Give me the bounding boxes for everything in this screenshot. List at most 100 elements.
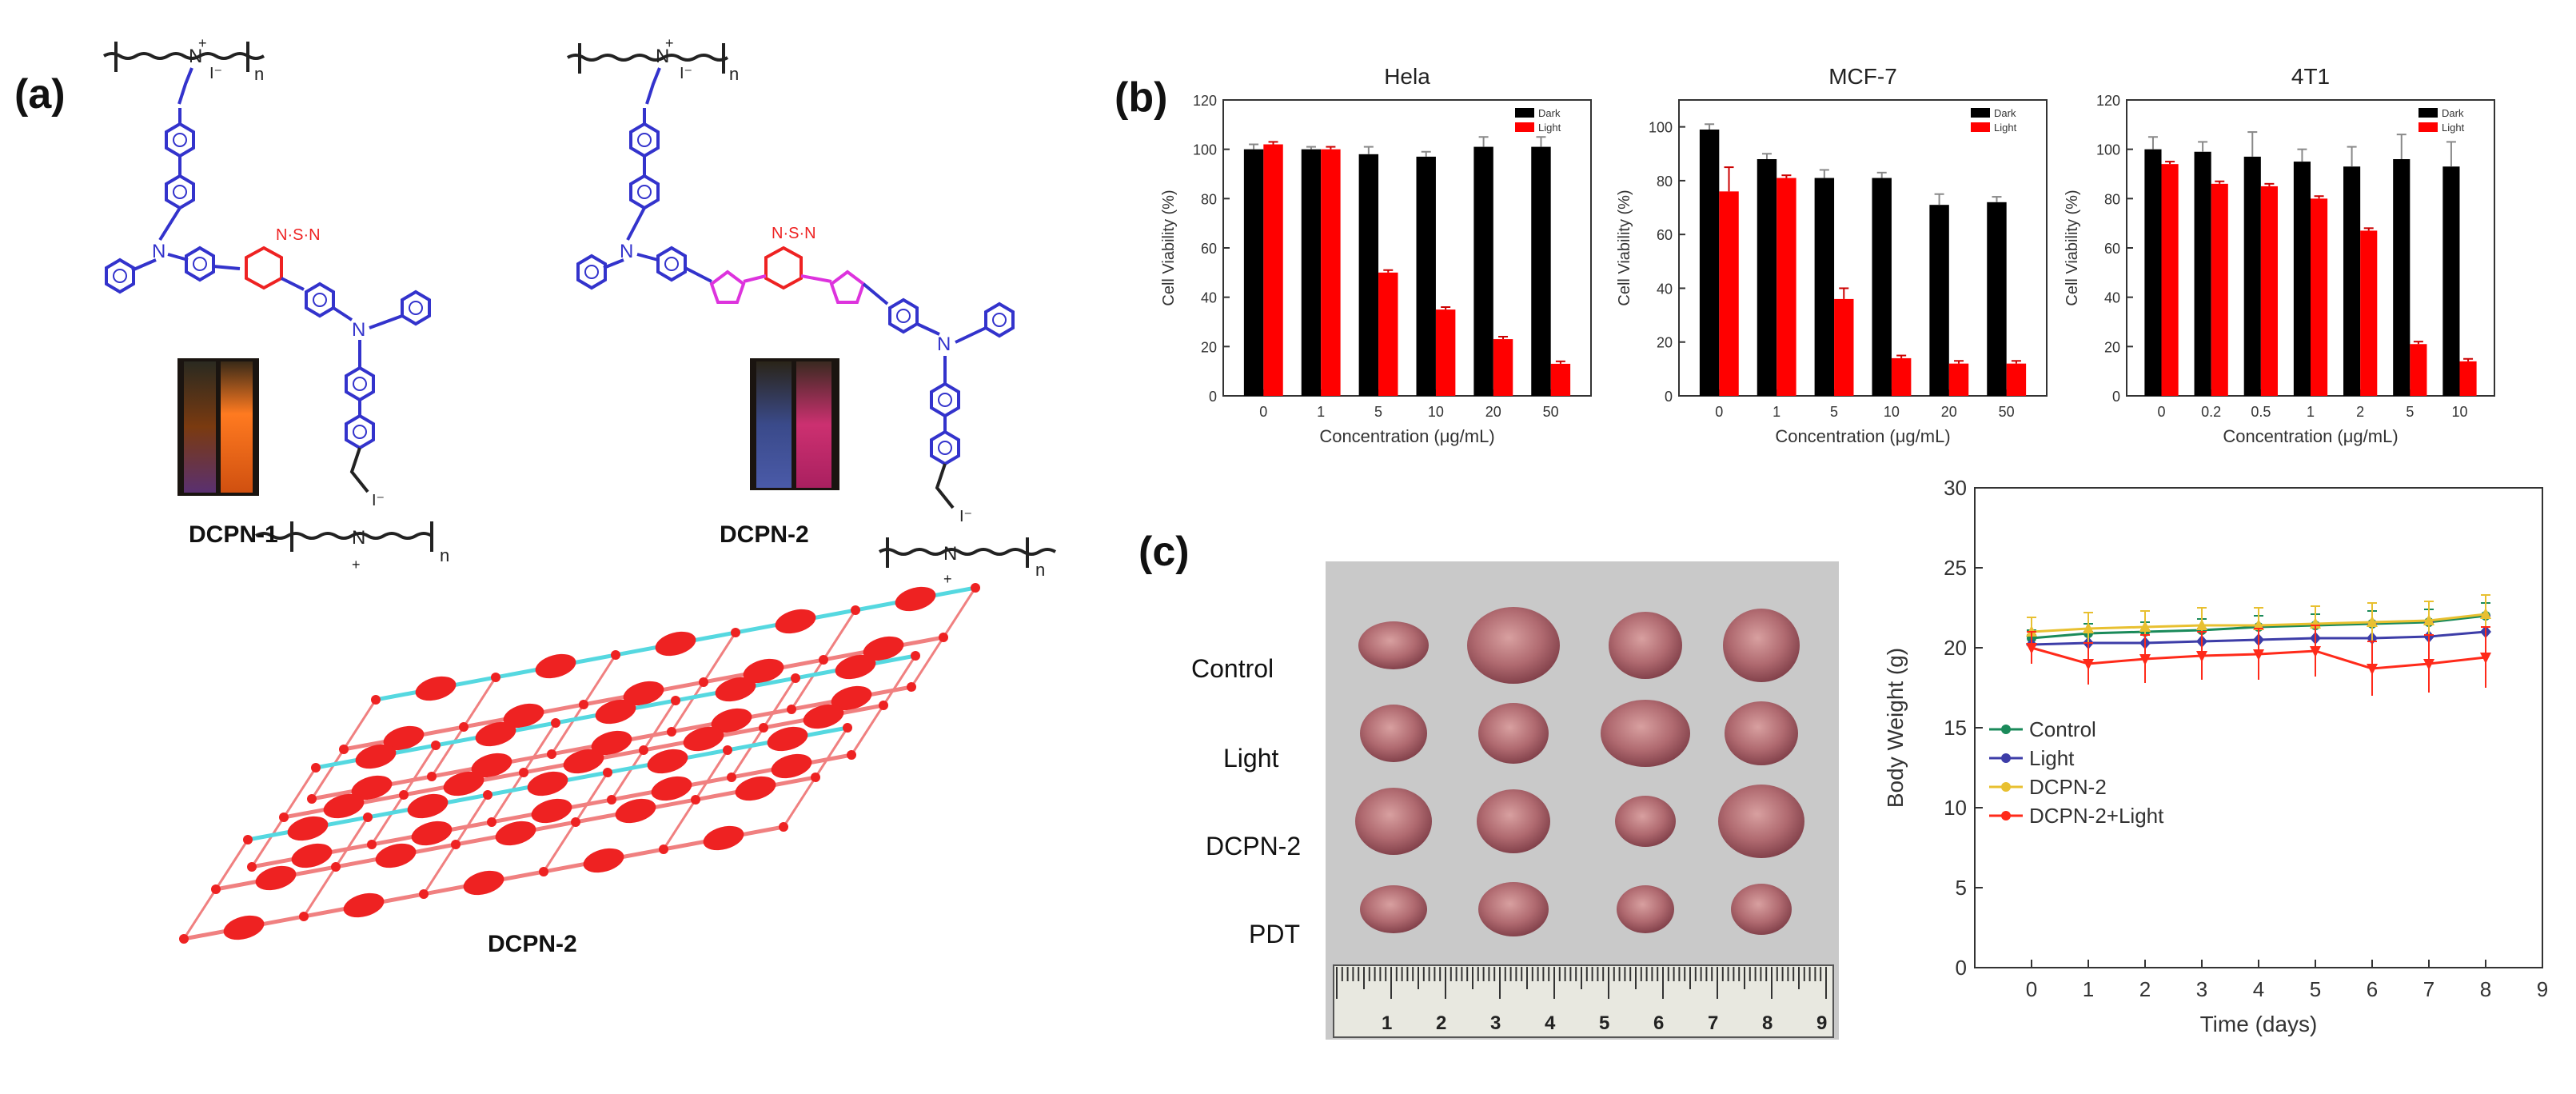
bar-dark (1531, 146, 1551, 396)
bar-dark (1358, 154, 1379, 396)
data-point (2196, 619, 2207, 630)
x-tick-label: 0.5 (2251, 404, 2271, 420)
svg-text:n: n (440, 545, 449, 565)
y-tick-label: 120 (1193, 93, 1217, 109)
network-node (787, 705, 796, 714)
legend-swatch (1515, 108, 1534, 118)
chart-title: MCF-7 (1828, 64, 1897, 89)
x-axis-label: Concentration (μg/mL) (2223, 426, 2398, 446)
bar-dark (1929, 205, 1949, 396)
y-tick-label: 15 (1944, 716, 1967, 740)
legend-label: Dark (1538, 107, 1561, 119)
network-node (363, 813, 373, 822)
network-unit (535, 653, 576, 679)
legend-label: Light (2442, 122, 2465, 134)
network-node (367, 840, 377, 849)
network-node (879, 701, 888, 710)
panel-a-structures: N + I⁻ n N N·S·N N (102, 35, 1057, 957)
network-unit (291, 843, 333, 868)
y-tick-label: 120 (2096, 93, 2120, 109)
ruler-number: 8 (1762, 1012, 1772, 1034)
y-tick-label: 20 (1944, 636, 1967, 660)
legend-label: DCPN-2+Light (2029, 804, 2164, 828)
network-unit (831, 685, 872, 711)
y-axis-label: Cell Viability (%) (1160, 190, 1178, 305)
x-tick-label: 8 (2480, 977, 2491, 1001)
network-node (179, 934, 189, 944)
svg-text:n: n (254, 64, 264, 84)
network-unit (255, 865, 297, 891)
dcpn1-red-core: N·S·N (245, 226, 321, 291)
bar-dark (1416, 156, 1436, 396)
y-tick-label: 40 (2104, 290, 2120, 306)
x-tick-label: 20 (1485, 404, 1501, 420)
bar-light (1435, 309, 1456, 396)
network-unit (895, 586, 936, 612)
network-node (307, 794, 317, 804)
network-node (611, 650, 620, 660)
legend-swatch (2418, 108, 2438, 118)
data-point (2083, 622, 2094, 633)
tumor (1601, 700, 1690, 767)
network-unit (743, 658, 784, 684)
x-tick-label: 7 (2423, 977, 2434, 1001)
tumor (1358, 621, 1429, 669)
legend-label: DCPN-2 (2029, 775, 2107, 799)
bar-dark (1243, 149, 1264, 396)
dcpn1-lower-arm: N (305, 282, 431, 493)
row-label-pdt: PDT (1249, 920, 1300, 948)
y-tick-label: 80 (1657, 174, 1673, 190)
y-tick-label: 5 (1956, 876, 1967, 900)
x-tick-label: 10 (1428, 404, 1444, 420)
network-node (519, 768, 528, 777)
svg-text:+: + (943, 571, 952, 587)
y-tick-label: 0 (1665, 389, 1673, 405)
network-unit (475, 721, 516, 747)
network-unit (647, 749, 688, 774)
x-tick-label: 1 (2307, 404, 2315, 420)
y-tick-label: 60 (2104, 241, 2120, 257)
network-node (727, 773, 736, 782)
bar-dark (2293, 162, 2311, 397)
network-unit (415, 676, 457, 701)
ruler-number: 5 (1599, 1012, 1609, 1034)
network-unit (407, 793, 449, 819)
network-node (971, 583, 980, 593)
y-tick-label: 60 (1657, 227, 1673, 243)
tumor (1725, 701, 1798, 765)
svg-text:N: N (352, 527, 365, 549)
x-axis-label: Concentration (μg/mL) (1775, 426, 1950, 446)
network-node (907, 682, 916, 692)
y-tick-label: 0 (1209, 389, 1217, 405)
bar-light (1263, 144, 1283, 396)
network-node (759, 723, 768, 733)
x-tick-label: 20 (1941, 404, 1957, 420)
tumor (1478, 703, 1549, 764)
network-node (451, 840, 461, 849)
x-tick-label: 10 (1884, 404, 1900, 420)
x-tick-label: 6 (2367, 977, 2378, 1001)
dcpn2-vial-photo (750, 358, 839, 490)
bar-dark (1757, 159, 1777, 396)
y-tick-label: 0 (2112, 389, 2120, 405)
legend-label: Dark (2442, 107, 2464, 119)
network-unit (531, 798, 572, 824)
svg-text:I⁻: I⁻ (209, 65, 222, 82)
svg-text:I⁻: I⁻ (372, 492, 385, 509)
bar-light (1948, 363, 1969, 396)
y-tick-label: 25 (1944, 556, 1967, 580)
dcpn2-top-backbone: N + I⁻ n (566, 35, 739, 105)
bar-dark (1699, 130, 1720, 396)
dcpn2-lower-arm: N (888, 298, 1015, 509)
svg-text:N: N (937, 333, 951, 355)
network-node (791, 673, 800, 683)
ruler-number: 7 (1708, 1012, 1718, 1034)
dcpn2-blue-units: N (576, 108, 687, 289)
data-point (2367, 664, 2378, 675)
bar-light (1719, 191, 1739, 396)
network-node (487, 817, 496, 827)
legend-marker (2001, 811, 2011, 820)
bar-light (2211, 183, 2228, 397)
